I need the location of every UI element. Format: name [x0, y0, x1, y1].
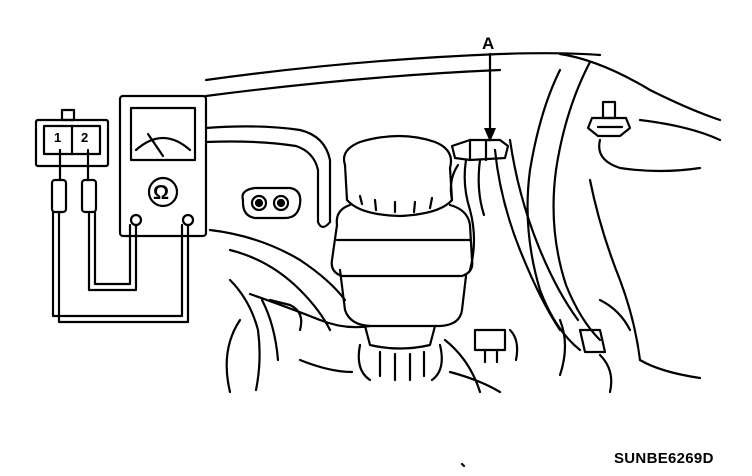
scan-speck — [460, 462, 466, 468]
test-leads — [51, 210, 190, 324]
strut-tower — [588, 118, 722, 380]
lower-engine-components — [225, 278, 613, 394]
wiring-grommet — [241, 186, 302, 220]
right-hose — [493, 60, 602, 352]
figure-code: SUNBE6269D — [614, 450, 714, 467]
callout-a-arrowhead — [484, 128, 496, 142]
hood-edge — [204, 52, 722, 122]
strut-bolt — [586, 100, 632, 138]
multimeter — [118, 94, 208, 238]
two-pin-connector — [34, 108, 110, 214]
fluid-level-sensor-connector — [449, 138, 510, 272]
connector-pin-1-label: 1 — [54, 130, 62, 145]
ohm-symbol: Ω — [153, 182, 170, 204]
callout-a-label: A — [482, 34, 495, 53]
connector-pin-2-label: 2 — [81, 130, 89, 145]
fluid-reservoir — [330, 134, 474, 382]
brake-line — [204, 125, 372, 332]
